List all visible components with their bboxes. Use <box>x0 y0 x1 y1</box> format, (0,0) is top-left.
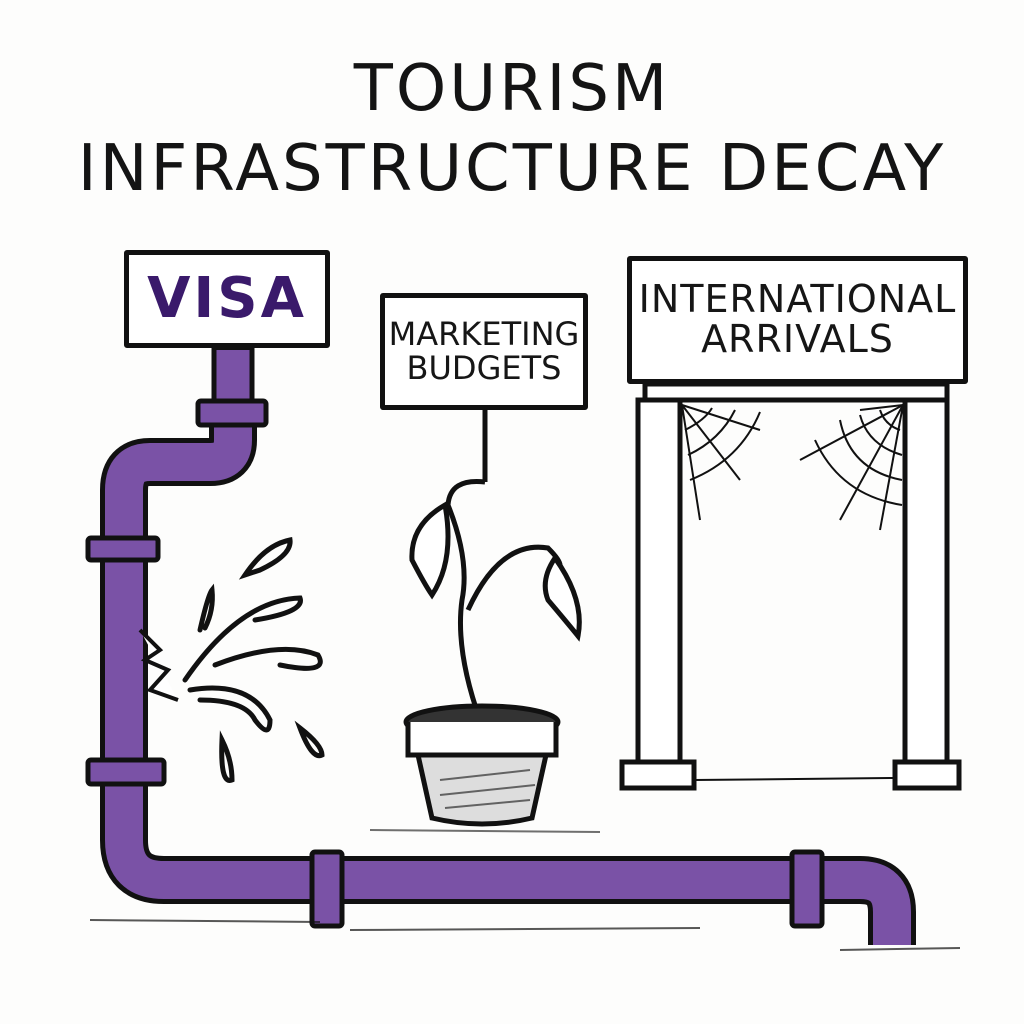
international-arrivals-sign: INTERNATIONAL ARRIVALS <box>627 256 968 384</box>
arrivals-sign-line-2: ARRIVALS <box>701 317 894 361</box>
visa-sign: VISA <box>124 250 330 348</box>
title-line-2: INFRASTRUCTURE DECAY <box>77 132 947 206</box>
visa-sign-label: VISA <box>147 265 307 331</box>
marketing-sign-line-2: BUDGETS <box>406 348 562 387</box>
arrivals-sign-line-1: INTERNATIONAL <box>638 277 957 322</box>
marketing-sign-line-1: MARKETING <box>388 314 580 353</box>
title-line-1: TOURISM <box>353 52 671 126</box>
cobweb-gate-icon <box>619 381 962 791</box>
marketing-budgets-sign: MARKETING BUDGETS <box>380 293 588 410</box>
leaking-pipe-icon <box>85 343 961 951</box>
wilting-plant-icon <box>369 410 601 833</box>
